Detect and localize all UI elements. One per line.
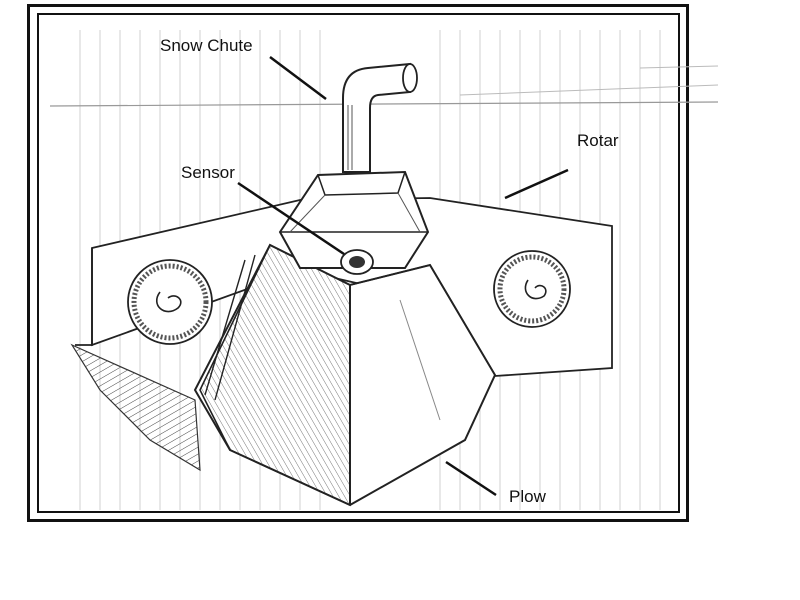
right-rotor-disk: [493, 250, 571, 328]
horizon-line: [49, 101, 719, 107]
rotar-label: Rotar: [577, 131, 619, 150]
plow-leader: [445, 460, 497, 497]
left-rotor-disk: [127, 259, 213, 345]
inner-frame: [37, 13, 680, 513]
snow-chute: [342, 62, 418, 173]
rotar-leader: [504, 168, 569, 200]
left-shadow: [70, 343, 201, 472]
snow-chute-leader: [269, 56, 327, 100]
snow-chute-label: Snow Chute: [160, 36, 253, 55]
outer-frame: [27, 4, 689, 522]
sensor-housing: [278, 170, 430, 269]
plow-body: [193, 243, 497, 507]
plow-label: Plow: [509, 487, 546, 506]
sensor-eye: [340, 249, 374, 275]
sensor-label: Sensor: [181, 163, 235, 182]
sensor-leader: [237, 181, 345, 256]
